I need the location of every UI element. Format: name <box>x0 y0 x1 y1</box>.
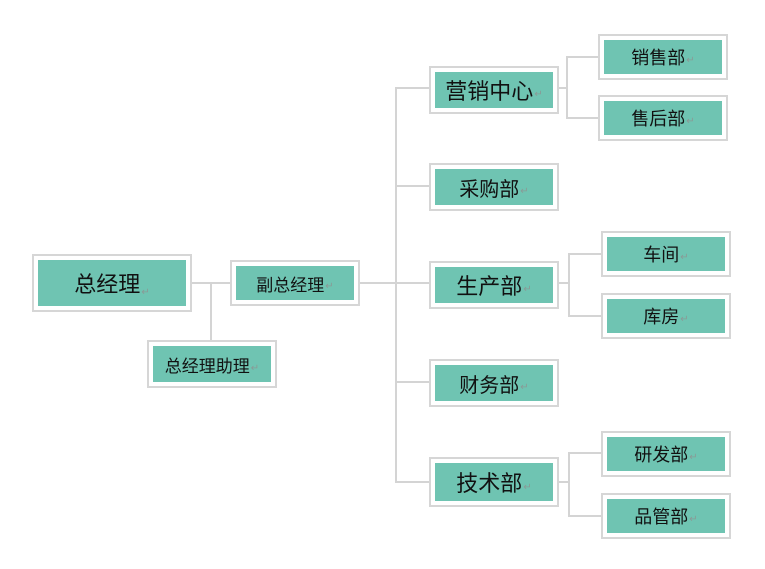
connector-to-qc <box>568 515 602 517</box>
connector-to-marketing <box>395 87 430 89</box>
node-finance: 财务部↵ <box>429 359 559 407</box>
connector-production-branch <box>558 282 570 284</box>
node-label: 财务部 <box>459 372 520 397</box>
node-label: 售后部 <box>631 109 686 130</box>
connector-root-assistant <box>210 282 212 342</box>
connector-to-technology <box>395 481 430 483</box>
node-rnd: 研发部↵ <box>601 431 731 477</box>
node-workshop: 车间↵ <box>601 231 731 277</box>
node-label: 库房 <box>643 307 680 328</box>
node-warehouse: 库房↵ <box>601 293 731 339</box>
connector-to-rnd <box>568 452 602 454</box>
node-purchasing: 采购部↵ <box>429 163 559 211</box>
node-label: 总经理助理 <box>164 356 250 377</box>
node-quality-control: 品管部↵ <box>601 493 731 539</box>
connector-technology-vertical <box>568 452 570 516</box>
node-marketing-center: 营销中心↵ <box>429 66 559 114</box>
node-label: 总经理 <box>74 273 141 298</box>
node-label: 副总经理 <box>256 275 325 296</box>
connector-to-aftersales <box>566 117 600 119</box>
node-deputy-manager: 副总经理↵ <box>230 260 360 306</box>
node-gm-assistant: 总经理助理↵ <box>147 340 277 388</box>
node-sales: 销售部↵ <box>598 34 728 80</box>
connector-production-vertical <box>568 253 570 316</box>
node-label: 研发部 <box>634 445 689 466</box>
node-production: 生产部↵ <box>429 261 559 309</box>
connector-marketing-branch <box>558 87 568 89</box>
connector-to-sales <box>566 56 600 58</box>
node-label: 销售部 <box>631 48 686 69</box>
connector-to-production <box>395 282 430 284</box>
node-label: 车间 <box>643 245 680 266</box>
connector-to-purchasing <box>395 185 430 187</box>
connector-to-warehouse <box>568 315 602 317</box>
node-general-manager: 总经理↵ <box>32 254 192 312</box>
connector-technology-branch <box>558 481 570 483</box>
connector-marketing-vertical <box>566 56 568 118</box>
connector-trunk-vertical <box>395 87 397 482</box>
connector-to-workshop <box>568 253 602 255</box>
connector-deputy-trunk <box>360 282 396 284</box>
connector-to-finance <box>395 381 430 383</box>
node-label: 技术部 <box>456 472 523 497</box>
node-label: 营销中心 <box>445 80 534 105</box>
node-after-sales: 售后部↵ <box>598 95 728 141</box>
node-label: 采购部 <box>459 176 520 201</box>
node-label: 生产部 <box>456 275 523 300</box>
node-label: 品管部 <box>634 507 689 528</box>
node-technology: 技术部↵ <box>429 457 559 507</box>
